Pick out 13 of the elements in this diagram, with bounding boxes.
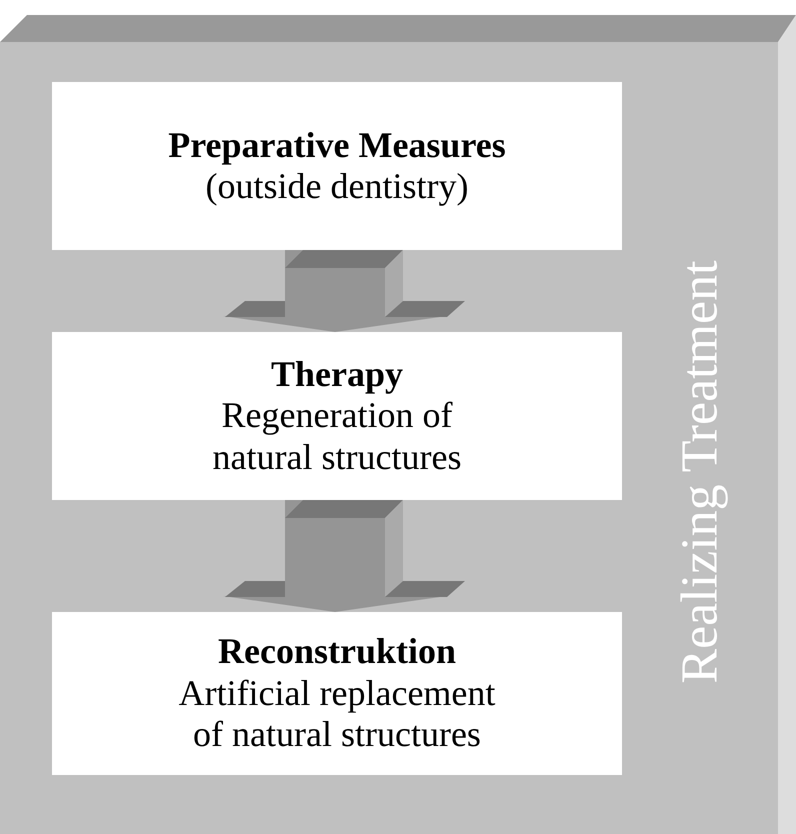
process-box — [52, 82, 622, 250]
panel — [0, 42, 778, 834]
process-box — [52, 612, 622, 775]
block-arrow — [223, 500, 465, 612]
box-description: (outside dentistry) — [206, 166, 468, 208]
block-arrow — [223, 250, 465, 332]
panel-title: Realizing Treatment — [670, 260, 730, 684]
box-description: Artificial replacement of natural structures — [178, 672, 496, 756]
box-heading: Reconstruktion — [218, 631, 456, 673]
box-heading: Preparative Measures — [168, 124, 506, 166]
box-heading: Therapy — [270, 354, 403, 396]
box-description: Regeneration of natural structures — [212, 395, 462, 478]
process-box — [52, 332, 622, 500]
